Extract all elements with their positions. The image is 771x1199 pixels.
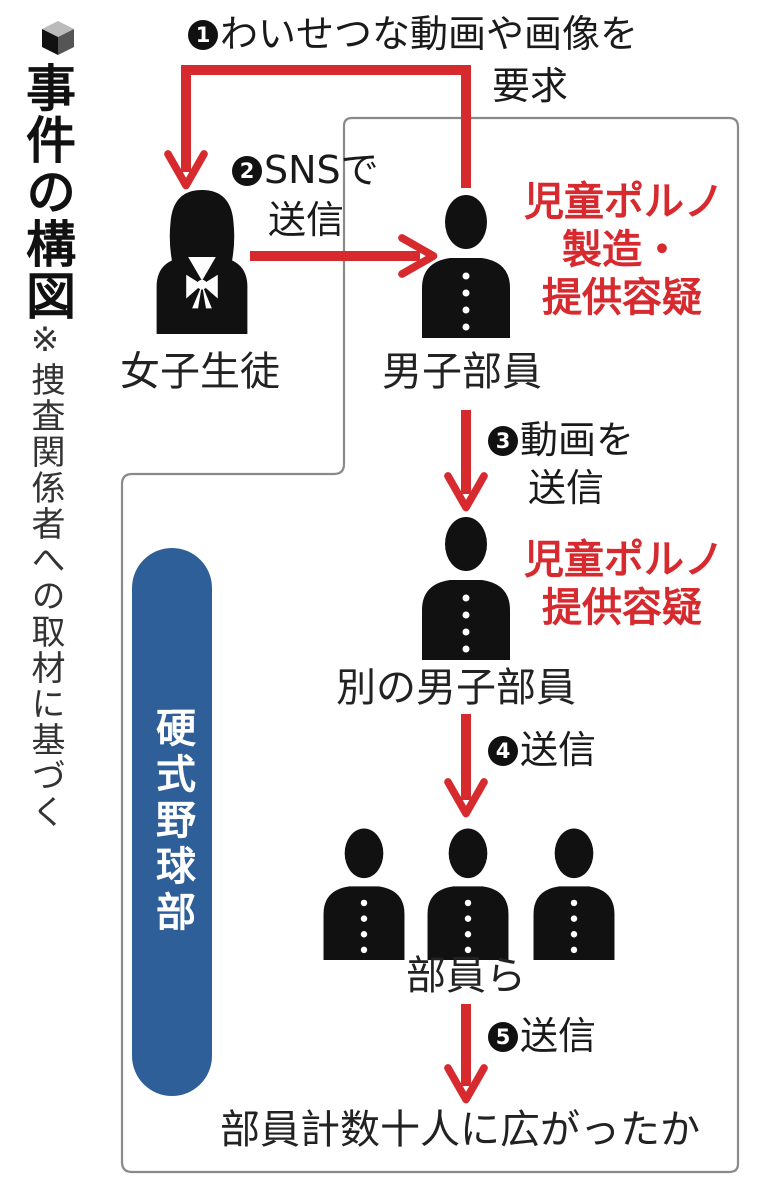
step-2-line2: 送信 [268,198,345,242]
step-5-number-badge: 5 [488,1022,518,1052]
other-boy-member-figure [422,517,510,660]
other-boy-member-label: 別の男子部員 [336,665,576,711]
source-note: ※捜査関係者への取材に基づく [25,320,65,830]
step-5-text: 送信 [520,1014,597,1058]
step-4-number-badge: 4 [488,736,518,766]
girl-student-label: 女子生徒 [120,349,280,395]
members-label: 部員ら [406,953,526,999]
club-label: 硬式野球部 [149,707,195,937]
cube-icon [42,21,74,55]
club-outline [120,116,740,1174]
step-2-number-badge: 2 [232,156,262,186]
conclusion-text: 部員計数十人に広がったか [220,1107,700,1153]
diagram-title: 事件の構図 [18,62,76,322]
member-figure-2 [427,828,509,960]
step-4-text: 送信 [520,728,597,772]
step-3-text: 動画を [520,418,635,462]
member-figure-3 [533,828,615,960]
charge-line: 製造・ [562,227,682,273]
charge-line: 提供容疑 [542,275,702,321]
step-3-number-badge: 3 [488,426,518,456]
charge-line: 提供容疑 [542,585,702,631]
charge-line: 児童ポルノ [524,537,724,583]
step-1-number-badge: 1 [188,20,218,50]
boy-member-figure [422,195,510,338]
arrow-request [164,65,471,190]
member-figure-1 [323,828,405,960]
girl-student-figure [156,189,248,334]
boy-member-label: 男子部員 [382,349,542,395]
club-label-box: 硬式野球部 [132,548,212,1096]
other-boy-charges: 児童ポルノ 提供容疑 [524,536,724,632]
club-pill [132,548,212,1096]
step-3-line2: 送信 [528,466,605,510]
step-1-line2: 要求 [492,64,569,108]
step-1-text: わいせつな動画や画像を [220,12,639,56]
boy-charges: 児童ポルノ 製造・ 提供容疑 [524,178,724,322]
charge-line: 児童ポルノ [524,179,724,225]
step-2-text: SNSで [264,148,379,192]
